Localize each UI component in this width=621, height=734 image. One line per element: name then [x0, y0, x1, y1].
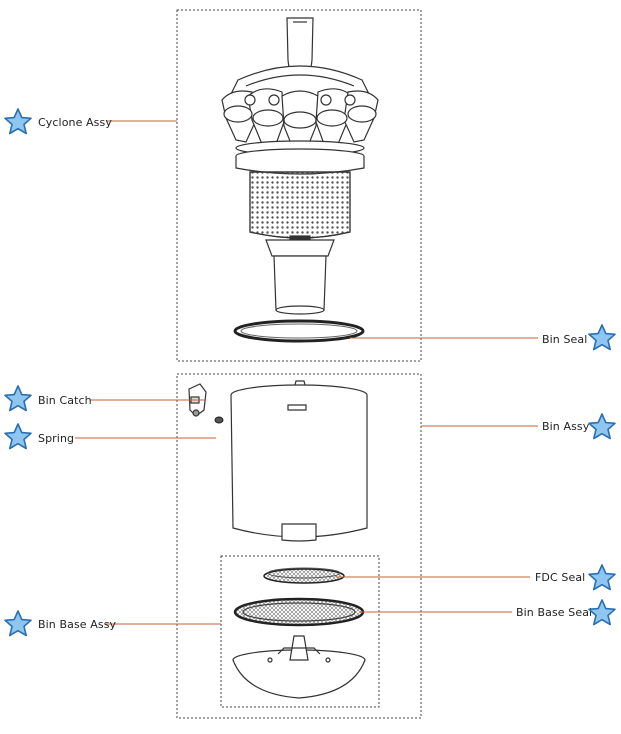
bin-drawing	[230, 380, 368, 542]
star-icon[interactable]	[3, 609, 33, 639]
star-icon[interactable]	[3, 422, 33, 452]
label-bin-catch: Bin Catch	[38, 394, 92, 407]
fdc-seal-drawing	[263, 567, 345, 584]
star-icon[interactable]	[587, 323, 617, 353]
bin-base-drawing	[232, 635, 366, 699]
cyclone-assembly-drawing	[221, 17, 379, 315]
label-bin-seal: Bin Seal	[542, 333, 588, 346]
label-bin-base-assy: Bin Base Assy	[38, 618, 117, 631]
label-bin-assy: Bin Assy	[542, 420, 590, 433]
bin-group-box	[176, 373, 422, 719]
label-bin-base-seal: Bin Base Seal	[516, 606, 593, 619]
bin-base-group-box	[220, 555, 380, 708]
label-fdc-seal: FDC Seal	[535, 571, 586, 584]
star-icon[interactable]	[3, 107, 33, 137]
bin-seal-drawing	[233, 319, 365, 343]
bin-base-seal-drawing	[233, 597, 365, 627]
spring-drawing	[214, 416, 224, 424]
star-icon[interactable]	[587, 563, 617, 593]
leader-lines	[75, 120, 538, 625]
cyclone-group-box	[176, 9, 422, 362]
star-icon[interactable]	[587, 412, 617, 442]
star-icon[interactable]	[3, 384, 33, 414]
label-spring: Spring	[38, 432, 75, 445]
label-cyclone-assy: Cyclone Assy	[38, 116, 112, 129]
star-icon[interactable]	[587, 598, 617, 628]
